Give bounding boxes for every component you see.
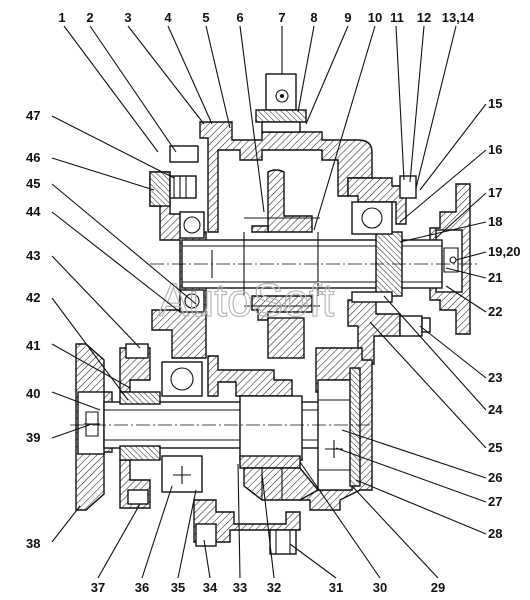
- callouts-bottom: 29 30 31 32 33 34 35 36 37: [91, 580, 445, 595]
- center-lines: [70, 263, 480, 426]
- callout-35: 35: [171, 580, 185, 595]
- callout-2: 2: [86, 10, 93, 25]
- callout-27: 27: [488, 494, 502, 509]
- upper-right-bearing: [351, 201, 393, 303]
- callout-44: 44: [26, 204, 41, 219]
- callout-22: 22: [488, 304, 502, 319]
- callout-1: 1: [58, 10, 65, 25]
- callout-39: 39: [26, 430, 40, 445]
- callout-7: 7: [278, 10, 285, 25]
- left-output-flange: [75, 343, 113, 511]
- callout-41: 41: [26, 338, 40, 353]
- callout-42: 42: [26, 290, 40, 305]
- callout-10: 10: [368, 10, 382, 25]
- callout-38: 38: [26, 536, 40, 551]
- callout-26: 26: [488, 470, 502, 485]
- callout-32: 32: [267, 580, 281, 595]
- lower-left-bearing: [119, 361, 203, 493]
- callout-31: 31: [329, 580, 343, 595]
- callout-33: 33: [233, 580, 247, 595]
- callout-5: 5: [202, 10, 209, 25]
- callout-40: 40: [26, 386, 40, 401]
- top-shift-mechanism: [255, 73, 307, 133]
- callout-30: 30: [373, 580, 387, 595]
- callout-11: 11: [390, 10, 404, 25]
- upper-gear: [244, 169, 320, 359]
- callout-34: 34: [203, 580, 218, 595]
- leader-lines: [51, 25, 487, 579]
- callout-13-14: 13,14: [442, 10, 475, 25]
- callout-6: 6: [236, 10, 243, 25]
- left-cover-bolts: [149, 145, 199, 207]
- callout-28: 28: [488, 526, 502, 541]
- callout-47: 47: [26, 108, 40, 123]
- watermark-text: AutoSoft: [158, 274, 335, 326]
- callout-17: 17: [488, 185, 502, 200]
- right-bolts: [399, 175, 431, 337]
- callout-36: 36: [135, 580, 149, 595]
- callout-3: 3: [124, 10, 131, 25]
- callout-29: 29: [431, 580, 445, 595]
- callout-12: 12: [417, 10, 431, 25]
- callout-9: 9: [344, 10, 351, 25]
- callout-43: 43: [26, 248, 40, 263]
- callout-18: 18: [488, 214, 502, 229]
- callout-24: 24: [488, 402, 503, 417]
- callout-16: 16: [488, 142, 502, 157]
- right-lower-carrier: [317, 367, 361, 491]
- lower-gear: [239, 395, 320, 501]
- callout-25: 25: [488, 440, 502, 455]
- callouts-right: 15 16 17 18 19,20 21 22 23 24 25 26 27 2…: [488, 96, 521, 541]
- callout-15: 15: [488, 96, 502, 111]
- callout-45: 45: [26, 176, 40, 191]
- callout-23: 23: [488, 370, 502, 385]
- lower-bolts: [125, 343, 297, 555]
- callout-19-20: 19,20: [488, 244, 521, 259]
- callouts-top: 1 2 3 4 5 6 7 8 9 10 11 12 13,14: [58, 10, 475, 25]
- callout-37: 37: [91, 580, 105, 595]
- callout-21: 21: [488, 270, 502, 285]
- callouts-left: 38 39 40 41 42 43 44 45 46 47: [26, 108, 41, 551]
- callout-46: 46: [26, 150, 40, 165]
- callout-4: 4: [164, 10, 172, 25]
- callout-8: 8: [310, 10, 317, 25]
